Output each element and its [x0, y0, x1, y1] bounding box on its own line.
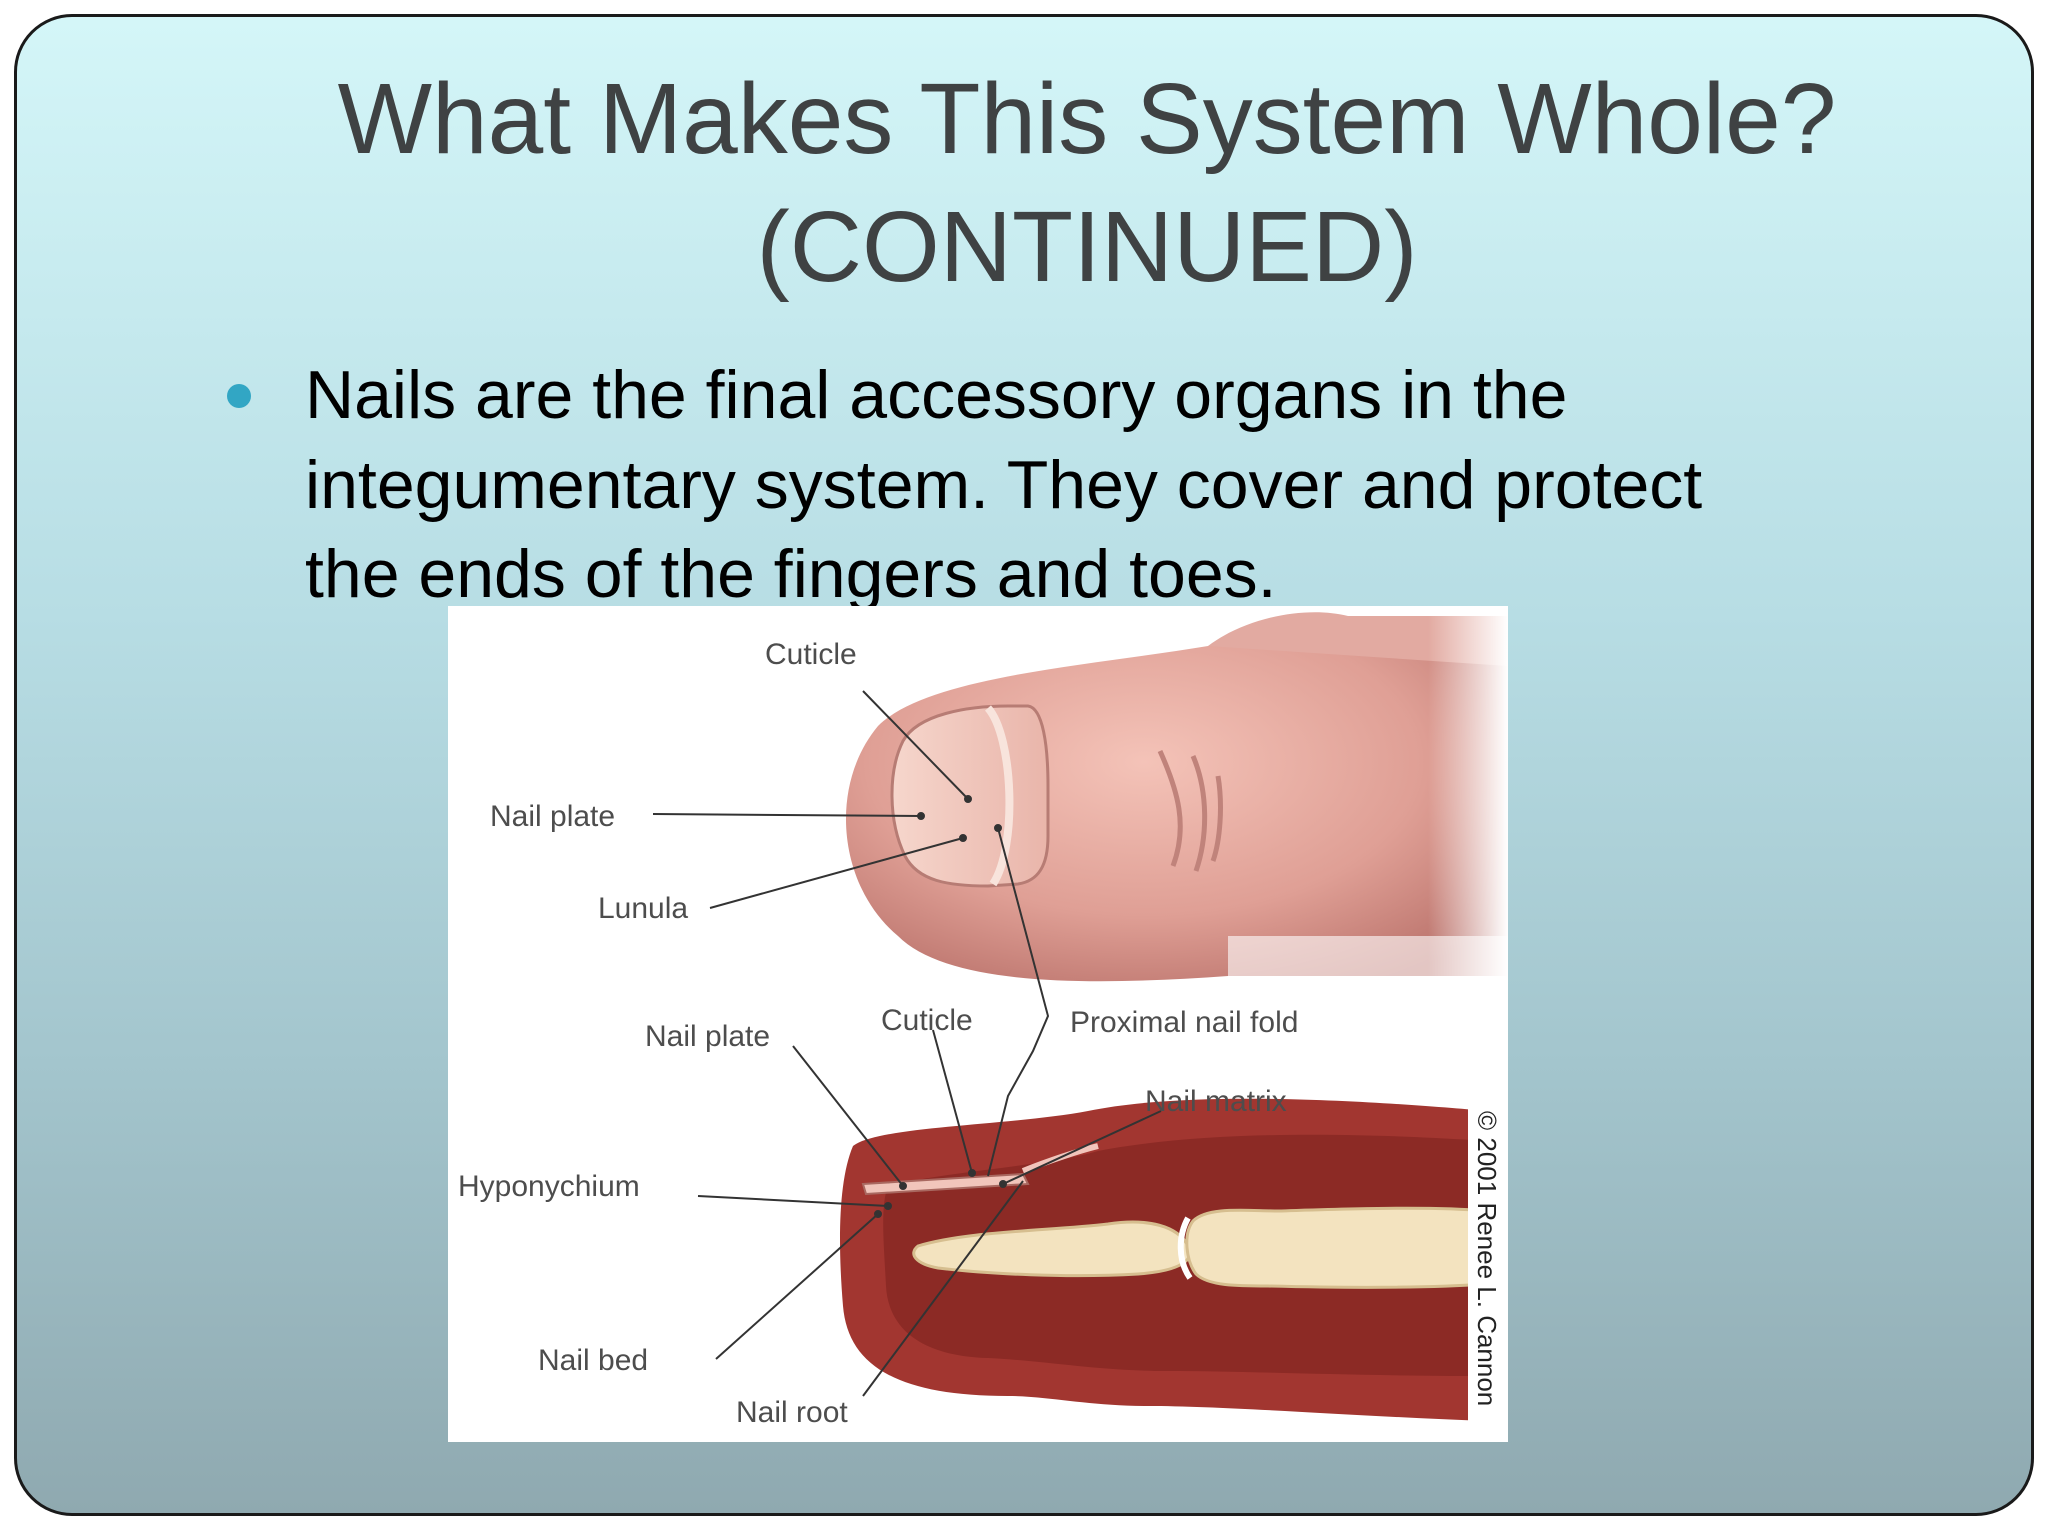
label-hyponychium: Hyponychium: [458, 1170, 640, 1203]
bullet-dot-icon: [227, 384, 251, 408]
label-lunula: Lunula: [598, 892, 688, 925]
label-nail-plate-top: Nail plate: [490, 800, 615, 833]
copyright-credit: © 2001 Renee L. Cannon: [1472, 1111, 1502, 1406]
bullet-text-line-3: the ends of the fingers and toes.: [305, 536, 1277, 612]
label-nail-matrix: Nail matrix: [1145, 1085, 1287, 1118]
label-nail-root: Nail root: [736, 1396, 848, 1429]
bullet-text-line-1: Nails are the final accessory organs in …: [305, 357, 1568, 433]
slide-title-line-1: What Makes This System Whole?: [337, 63, 1837, 175]
label-cuticle-top: Cuticle: [765, 638, 857, 671]
label-nail-bed: Nail bed: [538, 1344, 648, 1377]
label-cuticle-section: Cuticle: [881, 1004, 973, 1037]
finger-top-view: [845, 606, 1508, 996]
finger-cross-section: [840, 1096, 1508, 1426]
leader-lines: [652, 690, 1162, 1397]
label-nail-plate-section: Nail plate: [645, 1020, 770, 1053]
label-proximal-nail-fold: Proximal nail fold: [1070, 1006, 1298, 1039]
bullet-text-line-2: integumentary system. They cover and pro…: [305, 447, 1703, 523]
nail-anatomy-diagram: Cuticle Nail plate Lunula Nail plate Cut…: [448, 606, 1508, 1442]
slide-title-line-2: (CONTINUED): [756, 191, 1418, 303]
